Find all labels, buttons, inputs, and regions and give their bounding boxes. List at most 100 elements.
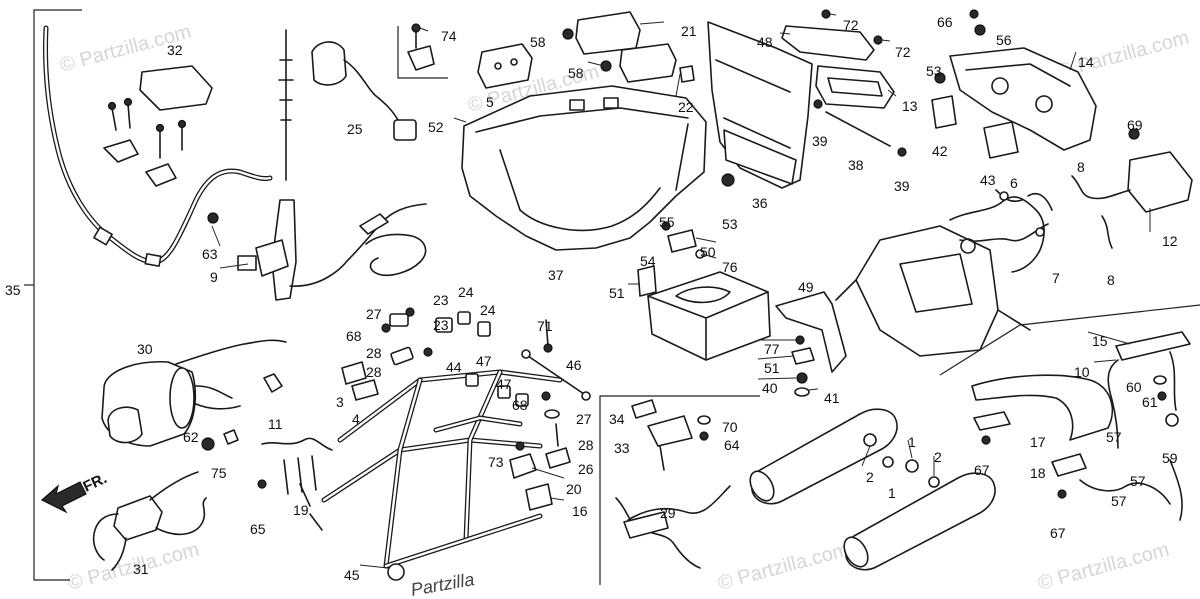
part-number-label-52: 52 <box>428 119 444 135</box>
part-number-label-36: 36 <box>752 195 768 211</box>
plate-42 <box>931 95 957 129</box>
part-number-label-61: 61 <box>1142 394 1158 410</box>
part-number-label-63: 63 <box>202 246 218 262</box>
part-number-label-68: 68 <box>512 397 528 413</box>
cable-29 <box>615 399 731 569</box>
part-number-label-69: 69 <box>1127 117 1143 133</box>
part-number-label-9: 9 <box>210 269 218 285</box>
part-number-label-16: 16 <box>572 503 588 519</box>
part-number-label-35: 35 <box>5 282 21 298</box>
part-number-label-28: 28 <box>578 437 594 453</box>
battery-box <box>637 221 771 361</box>
part-number-label-23: 23 <box>433 317 449 333</box>
part-number-label-2: 2 <box>934 449 942 465</box>
solenoid-assembly <box>92 471 207 571</box>
part-number-label-28: 28 <box>366 364 382 380</box>
antenna-assembly <box>207 29 427 301</box>
footer-watermark: Partzilla <box>409 569 476 599</box>
part-number-label-68: 68 <box>346 328 362 344</box>
bracket-5 <box>477 43 533 89</box>
part-number-label-56: 56 <box>996 32 1012 48</box>
part-number-label-6: 6 <box>1010 175 1018 191</box>
muffler-gaskets <box>863 433 940 488</box>
part-number-label-74: 74 <box>441 28 457 44</box>
part-number-label-40: 40 <box>762 380 778 396</box>
muffler-lower <box>843 472 996 571</box>
part-number-label-47: 47 <box>476 353 492 369</box>
part-number-label-42: 42 <box>932 143 948 159</box>
part-number-label-60: 60 <box>1126 379 1142 395</box>
bolt-69 <box>1128 128 1140 140</box>
starter-motor <box>101 339 287 451</box>
part-number-label-41: 41 <box>824 390 840 406</box>
part-number-label-77: 77 <box>764 341 780 357</box>
part-number-label-64: 64 <box>724 437 740 453</box>
leader-lines <box>211 13 1151 569</box>
part-number-label-17: 17 <box>1030 434 1046 450</box>
handlebar-cover <box>103 65 213 187</box>
part-number-label-37: 37 <box>548 267 564 283</box>
handlebar <box>43 25 273 267</box>
part-number-label-53: 53 <box>722 216 738 232</box>
part-number-label-32: 32 <box>167 42 183 58</box>
part-number-label-43: 43 <box>980 172 996 188</box>
front-direction-arrow: FR. <box>40 470 110 514</box>
license-light <box>1079 331 1191 521</box>
part-number-label-55: 55 <box>659 214 675 230</box>
part-number-label-4: 4 <box>352 411 360 427</box>
part-number-label-15: 15 <box>1092 333 1108 349</box>
part-number-label-48: 48 <box>757 34 773 50</box>
part-number-label-18: 18 <box>1030 465 1046 481</box>
part-number-label-3: 3 <box>336 394 344 410</box>
part-number-label-39: 39 <box>812 133 828 149</box>
part-number-label-67: 67 <box>974 462 990 478</box>
part-number-label-20: 20 <box>566 481 582 497</box>
part-number-label-34: 34 <box>609 411 625 427</box>
part-number-label-76: 76 <box>722 259 738 275</box>
part-number-label-44: 44 <box>446 359 462 375</box>
part-number-label-14: 14 <box>1078 54 1094 70</box>
center-frame <box>299 369 563 581</box>
part-number-label-2: 2 <box>866 469 874 485</box>
part-number-label-72: 72 <box>895 44 911 60</box>
part-number-label-57: 57 <box>1111 493 1127 509</box>
rear-panel <box>707 21 813 189</box>
part-number-label-72: 72 <box>843 17 859 33</box>
part-number-label-57: 57 <box>1106 429 1122 445</box>
part-number-label-53: 53 <box>926 63 942 79</box>
module-12 <box>1071 151 1193 249</box>
rod-38 <box>813 99 907 157</box>
watermark: © Partzilla.com <box>1036 539 1172 595</box>
part-number-label-28: 28 <box>366 345 382 361</box>
tail-light-housing <box>934 9 1097 151</box>
wire-harness <box>949 189 1053 273</box>
part-number-label-27: 27 <box>366 306 382 322</box>
part-number-label-25: 25 <box>347 121 363 137</box>
group-bracket-35 <box>24 9 82 581</box>
part-number-label-57: 57 <box>1130 473 1146 489</box>
part-number-label-70: 70 <box>722 419 738 435</box>
part-number-label-5: 5 <box>486 94 494 110</box>
part-number-label-11: 11 <box>268 416 283 432</box>
part-number-label-13: 13 <box>902 98 918 114</box>
wire-bundle-19 <box>257 437 333 495</box>
watermark: © Partzilla.com <box>716 539 852 595</box>
part-number-label-23: 23 <box>433 292 449 308</box>
part-number-label-45: 45 <box>344 567 360 583</box>
part-number-label-75: 75 <box>211 465 227 481</box>
frame-small-parts <box>465 373 571 511</box>
strap-49 <box>775 291 847 373</box>
relay-cluster <box>341 307 491 401</box>
part-number-label-7: 7 <box>1052 270 1060 286</box>
part-number-label-31: 31 <box>133 561 149 577</box>
part-number-label-62: 62 <box>183 429 199 445</box>
part-number-label-47: 47 <box>496 376 512 392</box>
rod-46 <box>521 319 591 401</box>
part-number-label-58: 58 <box>568 65 584 81</box>
part-number-label-29: 29 <box>660 505 676 521</box>
part-number-label-51: 51 <box>764 360 780 376</box>
part-number-label-38: 38 <box>848 157 864 173</box>
direction-label: FR. <box>81 470 110 496</box>
part-number-label-19: 19 <box>293 502 309 518</box>
